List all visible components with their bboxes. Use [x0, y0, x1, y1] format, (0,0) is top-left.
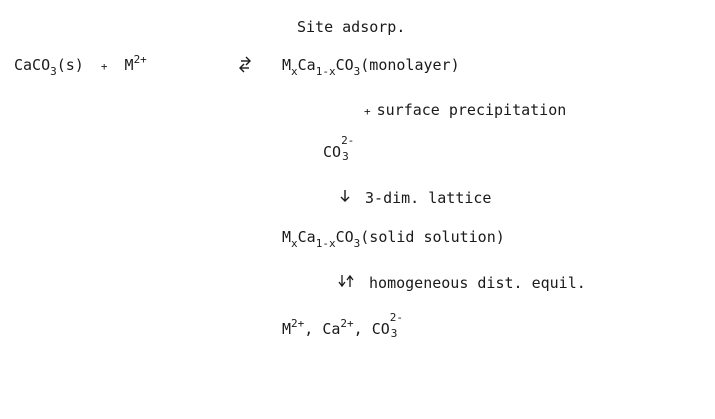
down-arrow-icon	[340, 189, 350, 206]
site-adsorption-label: Site adsorp.	[297, 18, 406, 36]
lattice-step: 3-dim. lattice	[340, 190, 491, 207]
solid-solution-formula: MxCa1-xCO3(solid solution)	[282, 228, 505, 250]
calcite-formula: CaCO3(s)	[14, 56, 84, 78]
plus-sign: +	[100, 60, 108, 73]
monolayer-formula: MxCa1-xCO3(monolayer)	[282, 56, 460, 78]
reactants: CaCO3(s) + M2+	[14, 53, 147, 78]
down-up-arrows-icon	[338, 274, 354, 291]
homogeneous-step: homogeneous dist. equil.	[338, 274, 586, 292]
surface-precipitation: +surface precipitation	[364, 101, 567, 119]
metal-ion: M2+	[124, 53, 147, 74]
equilibrium-arrow-icon	[238, 50, 252, 79]
